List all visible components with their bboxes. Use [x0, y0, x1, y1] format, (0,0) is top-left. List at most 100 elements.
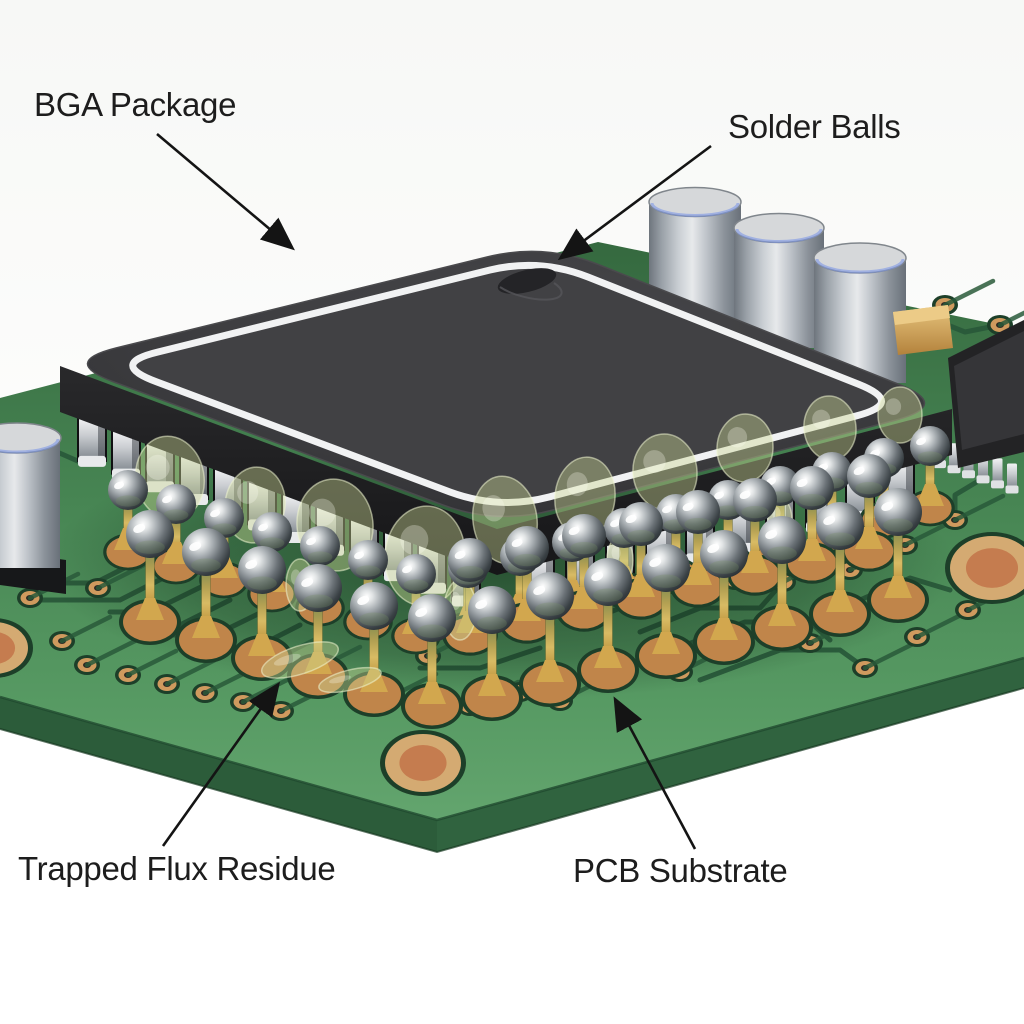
pin-shade	[746, 504, 753, 549]
ball-green-reflection	[917, 451, 943, 463]
left-capacitor	[0, 422, 66, 594]
pin-shade	[234, 468, 241, 513]
solder-ball	[294, 564, 342, 612]
hole-center	[0, 632, 16, 664]
ball-pad-and-stem	[119, 549, 181, 645]
ball-green-reflection	[684, 517, 712, 531]
pin-shade	[438, 544, 445, 589]
solder-stem	[719, 569, 729, 625]
ball-green-reflection	[247, 576, 277, 590]
via-trace-stub	[914, 610, 968, 640]
ball-specular	[402, 565, 413, 574]
pin-shade	[166, 443, 173, 488]
ball-green-reflection	[115, 495, 141, 507]
copper-pad	[291, 656, 345, 696]
solder-ball	[204, 498, 244, 538]
label-pcb-substrate: PCB Substrate	[573, 852, 788, 889]
solder-ball	[182, 528, 230, 576]
solder-ball	[448, 538, 492, 582]
ball-specular	[357, 596, 370, 605]
ball-sphere	[910, 426, 950, 466]
pcb-front-edge-line	[0, 656, 1024, 822]
small-ic-pin	[991, 458, 1004, 489]
ball-specular	[714, 491, 725, 500]
stem-base-fillet	[884, 576, 912, 598]
ball-specular	[133, 524, 146, 533]
ball-specular	[415, 608, 428, 617]
flux-highlight	[482, 495, 505, 522]
pin1-dimple-highlight	[499, 282, 563, 301]
ball-sphere	[300, 526, 340, 566]
copper-pad	[347, 674, 401, 714]
flux-highlight	[237, 481, 259, 504]
ball-green-reflection	[741, 505, 769, 519]
bga-chip	[60, 250, 952, 607]
via	[852, 641, 916, 678]
ball-specular	[162, 495, 173, 504]
flux-highlight	[566, 472, 588, 497]
stem-base-fillet	[826, 590, 854, 612]
flux-residue	[260, 641, 340, 679]
pin-shade	[336, 506, 343, 551]
ball-sphere	[396, 554, 436, 594]
ball-sphere	[816, 502, 864, 550]
stem-base-fillet	[652, 632, 680, 654]
ball-green-reflection	[715, 505, 741, 517]
copper-pad	[405, 686, 459, 726]
via-trace-stub	[997, 310, 1024, 328]
ball-specular	[796, 478, 808, 488]
ball-green-reflection	[627, 529, 655, 543]
ball-green-reflection	[135, 540, 165, 554]
ball-green-reflection	[307, 551, 333, 563]
copper-pad	[755, 608, 809, 648]
via-trace-stub	[84, 638, 138, 668]
ball-pad-and-stem	[867, 527, 929, 623]
ball-specular	[306, 537, 317, 546]
pin-foot	[991, 480, 1004, 489]
solder-stem	[661, 583, 671, 639]
chip-inner-surface	[129, 261, 885, 506]
mounting-hole	[380, 730, 466, 796]
ball-pad-and-stem	[577, 597, 639, 693]
small-ic-top	[954, 331, 1024, 450]
copper-pad	[581, 650, 635, 690]
hole-center	[399, 745, 447, 781]
pin1-dimple	[497, 268, 557, 294]
label-solder-balls: Solder Balls	[728, 108, 901, 145]
stem-base-fillet	[768, 604, 796, 626]
small-ic	[918, 320, 1024, 494]
mounting-hole	[0, 618, 33, 678]
ball-sphere	[733, 478, 777, 522]
arrow-pcb-substrate	[613, 696, 697, 850]
ball-pad-and-stem	[343, 621, 405, 717]
ball-sphere	[468, 586, 516, 634]
pin-shade	[302, 494, 309, 539]
flux-highlight	[308, 498, 336, 527]
ball-sphere	[252, 512, 292, 552]
pin-shade	[906, 462, 913, 507]
solder-ball	[619, 502, 663, 546]
ball-green-reflection	[651, 574, 681, 588]
ball-sphere	[676, 490, 720, 534]
flux-highlight	[643, 450, 666, 473]
pin-foot	[947, 465, 961, 474]
ball-green-reflection	[191, 558, 221, 572]
ball-pad-and-stem	[231, 585, 293, 681]
ball-sphere	[584, 558, 632, 606]
ball-specular	[662, 505, 673, 514]
ball-sphere	[238, 546, 286, 594]
via	[74, 638, 138, 675]
ball-green-reflection	[259, 537, 285, 549]
solder-ball	[847, 454, 891, 498]
ball-sphere	[448, 538, 492, 582]
ball-sphere	[642, 544, 690, 592]
pcb-side-right	[437, 658, 1024, 852]
ball-sphere	[505, 526, 549, 570]
ball-specular	[475, 600, 488, 609]
solder-stem	[487, 625, 497, 681]
ball-specular	[454, 550, 466, 560]
solder-stem	[835, 541, 845, 597]
ball-green-reflection	[593, 588, 623, 602]
mounting-hole	[945, 532, 1024, 604]
flux-residue	[803, 395, 857, 461]
